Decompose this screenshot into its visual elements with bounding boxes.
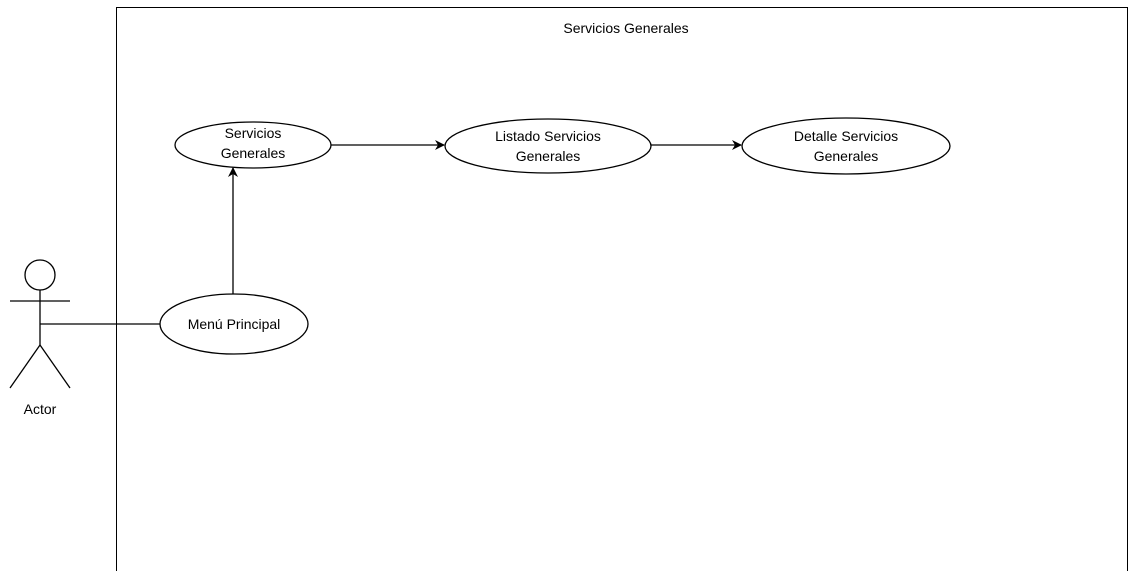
use-case-menu-principal[interactable]: Menú Principal bbox=[159, 293, 309, 355]
use-case-listado-servicios[interactable]: Listado Servicios Generales bbox=[444, 118, 652, 174]
use-case-servicios-generales[interactable]: Servicios Generales bbox=[174, 121, 332, 169]
use-case-detalle-line1: Detalle Servicios bbox=[794, 128, 898, 144]
use-case-servicios-line2: Generales bbox=[221, 145, 286, 161]
system-title: Servicios Generales bbox=[563, 20, 688, 36]
actor-left-leg bbox=[9, 344, 41, 389]
actor-head-icon bbox=[24, 259, 56, 291]
actor-label: Actor bbox=[24, 401, 57, 417]
use-case-servicios-line1: Servicios bbox=[225, 125, 282, 141]
use-case-listado-line1: Listado Servicios bbox=[495, 128, 601, 144]
use-case-menu-label: Menú Principal bbox=[188, 316, 281, 332]
actor-right-leg bbox=[39, 344, 71, 389]
system-boundary: Servicios Generales bbox=[116, 7, 1128, 571]
actor-figure: Actor bbox=[9, 259, 71, 417]
use-case-listado-line2: Generales bbox=[516, 148, 581, 164]
use-case-detalle-line2: Generales bbox=[814, 148, 879, 164]
use-case-detalle-servicios[interactable]: Detalle Servicios Generales bbox=[741, 117, 951, 175]
